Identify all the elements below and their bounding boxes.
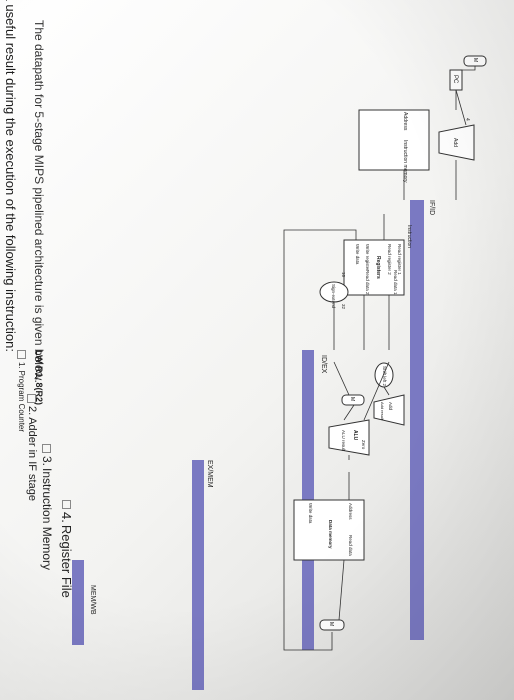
wb-mux [319,619,345,631]
option-2[interactable]: 2. Adder in IF stage [26,394,38,501]
pipeline-register-ex-mem [192,460,204,690]
option-2-label: Adder in IF stage [26,417,38,501]
wb-mux-label: M [328,622,334,626]
n32-label: 32 [341,304,346,310]
zero-label: Zero [361,440,366,450]
write-data-label: Write data [355,244,360,265]
add-if-shape [438,124,475,161]
write-reg-label: Write register [365,244,370,271]
alu-shape [328,419,370,456]
read-reg2-label: Read register 2 [387,244,392,275]
option-1-label: Program Counter [17,370,26,433]
option-4-num: 4. [59,512,74,523]
option-2-checkbox[interactable] [27,394,37,403]
alu-mux-label: M [349,397,355,401]
option-3[interactable]: 3. Instruction Memory [40,444,54,570]
pc-label: PC [452,75,458,84]
label-if-id: IF/ID [428,200,435,215]
option-2-num: 2. [26,406,38,416]
option-4-label: Register File [59,524,74,598]
add-if-label: Add [452,138,458,147]
option-1-num: 1. [17,362,26,369]
read-reg1-label: Read register 1 [397,244,402,275]
option-3-label: Instruction Memory [40,468,54,571]
instruction-memory [358,109,430,171]
option-4-checkbox[interactable] [62,500,71,509]
registers-label: Registers [375,256,381,279]
read-data2-label: Read data 2 [365,270,370,295]
option-3-checkbox[interactable] [42,444,52,453]
alu-mux [341,394,365,406]
pc-mux-label: M [472,58,478,62]
read-data1-label: Read data 1 [393,270,398,295]
wires [283,66,476,651]
instr-mem-label: Instruction memory [402,140,408,183]
pipeline-register-mem-wb [72,560,84,645]
instruction-label: Instruction [406,225,412,248]
add-ex-label: Add [388,402,393,411]
alu-result-label: ALU result [341,430,346,452]
option-1-checkbox[interactable] [17,350,26,359]
alu-label: ALU [352,430,358,441]
mem-address-label: Address [348,503,353,520]
four-label: 4 [464,118,470,121]
label-id-ex: ID/EX [320,355,327,374]
add-result-label: Add result [380,402,385,421]
shift-label: Shift left 2 [382,366,387,387]
address-label: Address [402,112,408,131]
data-memory [293,499,365,561]
read-data-label: Read data [348,535,353,556]
add-ex-shape [373,394,405,426]
label-mem-wb: MEM/WB [89,585,96,615]
pipeline-register-if-id [410,200,424,640]
option-4[interactable]: 4. Register File [59,500,74,598]
option-1[interactable]: 1. Program Counter [17,350,26,432]
data-memory-label: Data memory [328,520,333,549]
register-file [343,239,405,296]
option-3-num: 3. [40,456,54,467]
mem-write-data-label: Write data [308,503,313,524]
sign-extend-label: Sign-extend [331,284,336,309]
label-ex-mem: EX/MEM [206,460,213,488]
n16-label: 16 [341,272,346,278]
